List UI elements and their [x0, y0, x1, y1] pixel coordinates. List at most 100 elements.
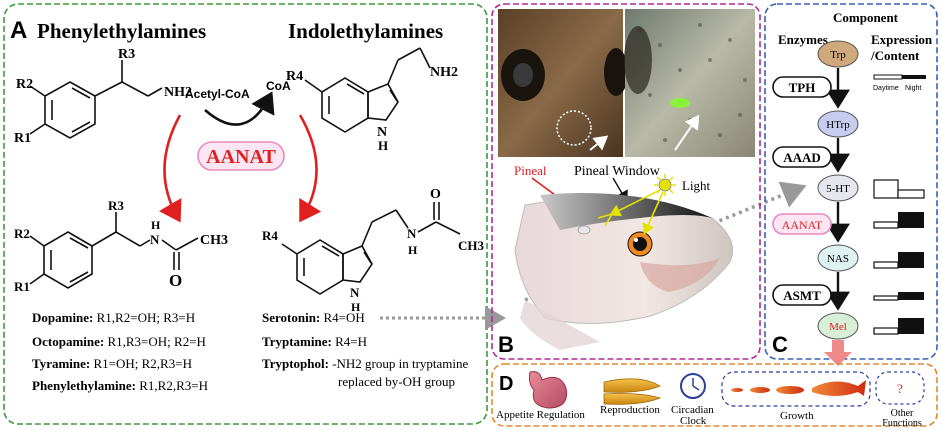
indolethylamine-structure	[304, 47, 431, 133]
question-mark: ?	[897, 381, 903, 396]
label-daytime: Daytime	[873, 85, 899, 92]
growth-box	[721, 371, 871, 407]
light-sun-icon	[654, 174, 676, 196]
panel-c-letter: C	[772, 332, 788, 357]
enzyme-tph	[772, 76, 832, 98]
label-appetite-regulation: Appetite Regulation	[496, 409, 585, 421]
red-arrow-left	[158, 114, 182, 223]
panel-a: A Phenylethylamines Indolethylamines R3 …	[3, 3, 488, 425]
list-item-phenylethylamine: Phenylethylamine: R1,R2,R3=H	[32, 378, 208, 393]
stomach-icon	[529, 371, 568, 409]
list-item-tryptophol-line2: replaced by-OH group	[338, 374, 455, 389]
label-o-product: O	[169, 271, 182, 290]
label-o-indole-product: O	[430, 187, 441, 202]
label-night: Night	[905, 85, 921, 92]
label-nh-indole-n: N	[377, 125, 387, 140]
panel-c-border	[764, 3, 938, 360]
panel-b-border	[491, 3, 761, 360]
panel-a-border	[3, 3, 488, 425]
node-htrp	[817, 110, 859, 138]
svg-text:ASMT: ASMT	[783, 288, 821, 303]
expr-aanat	[873, 212, 924, 229]
photo1-arrow	[589, 135, 609, 151]
mel-down-arrow	[824, 340, 852, 366]
label-h-product: H	[151, 218, 161, 232]
panel-b-letter: B	[498, 332, 514, 357]
panel-d-border	[491, 363, 938, 427]
aanat-pill	[197, 141, 285, 171]
svg-text:AANAT: AANAT	[782, 218, 823, 232]
reproduction-roe-icon	[603, 378, 662, 405]
expr-mel	[873, 318, 924, 335]
phenylethylamine-structure	[29, 60, 163, 139]
n-acetyl-indole-structure	[281, 202, 461, 295]
enzyme-aanat	[772, 213, 832, 235]
label-acetyl-coa: Acetyl-CoA	[185, 87, 250, 101]
enzyme-aaad	[772, 146, 832, 168]
svg-text:NAS: NAS	[827, 253, 849, 265]
panel-c: Component Enzymes Expression /Content Da…	[764, 3, 938, 366]
expr-asmt	[873, 292, 924, 301]
expr-tph	[873, 74, 926, 80]
node-5ht	[817, 174, 859, 202]
list-item-dopamine: Dopamine: R1,R2=OH; R3=H	[32, 310, 195, 325]
list-item-tryptophol: Tryptophol: -NH2 group in tryptamine	[262, 356, 469, 371]
list-item-tyramine: Tyramine: R1=OH; R2,R3=H	[32, 356, 192, 371]
node-mel	[817, 312, 859, 340]
list-item-serotonin: Serotonin: R4=OH	[262, 310, 365, 325]
node-nas	[817, 244, 859, 272]
label-nh2: NH2	[164, 85, 192, 100]
label-r3-product: R3	[108, 198, 124, 213]
aanat-label: AANAT	[206, 146, 276, 168]
left-compound-list: Dopamine: R1,R2=OH; R3=H Octopamine: R1,…	[32, 310, 208, 393]
label-pineal: Pineal	[514, 163, 547, 178]
panel-a-letter: A	[10, 17, 27, 44]
label-pineal-window: Pineal Window	[574, 164, 661, 179]
label-enzymes: Enzymes	[778, 32, 828, 47]
label-functions: Functions	[882, 418, 922, 429]
label-coa: CoA	[266, 79, 291, 93]
pineal-circle-marker	[556, 110, 592, 146]
label-light: Light	[682, 178, 711, 193]
label-r3: R3	[118, 47, 135, 62]
svg-text:TPH: TPH	[789, 80, 816, 95]
red-arrow-right	[298, 114, 322, 223]
svg-text:HTrp: HTrp	[826, 119, 850, 131]
title-indolethylamines: Indolethylamines	[288, 19, 443, 43]
label-nh2-indole: NH2	[430, 65, 458, 80]
label-content: /Content	[870, 48, 920, 63]
label-growth: Growth	[780, 410, 814, 422]
photo2-arrow	[674, 114, 700, 151]
label-r4: R4	[286, 69, 303, 84]
label-reproduction: Reproduction	[600, 404, 660, 416]
enzyme-asmt	[772, 284, 832, 306]
label-h-ring-product: H	[351, 300, 361, 314]
expression-bars	[873, 74, 926, 335]
label-circadian: Circadian	[671, 404, 714, 416]
n-acetyl-phenylethylamine-structure	[29, 212, 199, 289]
svg-text:5-HT: 5-HT	[826, 183, 850, 195]
label-h-amide-product: H	[408, 243, 418, 257]
label-r1: R1	[14, 131, 31, 146]
list-item-octopamine: Octopamine: R1,R3=OH; R2=H	[32, 334, 206, 349]
label-n-product: N	[150, 232, 160, 247]
right-compound-list: Serotonin: R4=OH Tryptamine: R4=H Trypto…	[262, 310, 469, 389]
panel-d-letter: D	[499, 373, 513, 395]
fish-head-illustration	[514, 193, 734, 350]
svg-text:Mel: Mel	[829, 321, 847, 333]
photo-eye-right	[604, 48, 628, 96]
label-r1-product: R1	[14, 279, 30, 294]
label-r4-product: R4	[262, 228, 278, 243]
pathway-nodes: Trp HTrp 5-HT NAS Mel	[817, 40, 859, 340]
label-ch3-product: CH3	[200, 233, 228, 248]
circadian-clock-icon	[680, 373, 706, 399]
expr-5ht	[873, 179, 925, 199]
panel-b: Pineal Pineal Window Light	[491, 3, 761, 360]
label-other: Other	[891, 408, 914, 419]
acetyl-coa-arrow	[204, 91, 275, 126]
label-expression: Expression	[871, 32, 933, 47]
label-clock: Clock	[680, 415, 707, 427]
title-phenylethylamines: Phenylethylamines	[37, 19, 206, 43]
label-nh-indole-h: H	[378, 138, 388, 153]
light-rays	[597, 189, 664, 235]
